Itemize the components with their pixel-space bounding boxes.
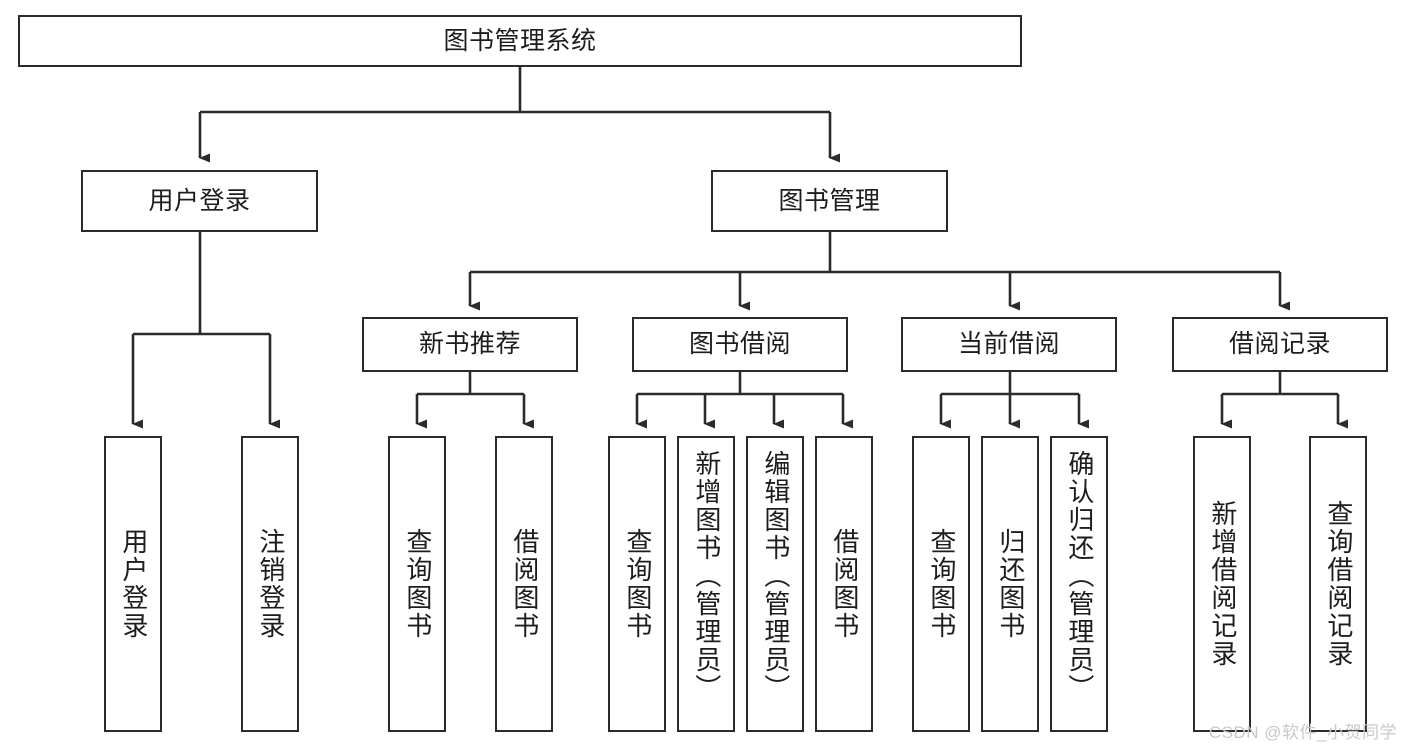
node-borrow-record-label: 借阅记录 — [1228, 330, 1331, 358]
node-current-borrow-label: 当前借阅 — [957, 330, 1060, 358]
leaf-logout-label: 注销登录 — [255, 528, 286, 640]
leaf-query-record-label: 查询借阅记录 — [1323, 500, 1354, 668]
leaf-query-book-3[interactable]: 查询图书 — [912, 436, 970, 732]
leaf-confirm-return[interactable]: 确认归还（管理员） — [1050, 436, 1108, 732]
node-user-login[interactable]: 用户登录 — [81, 170, 318, 232]
leaf-borrow-book-2-label: 借阅图书 — [829, 528, 860, 640]
node-current-borrow[interactable]: 当前借阅 — [901, 317, 1117, 372]
leaf-borrow-book-1[interactable]: 借阅图书 — [495, 436, 553, 732]
leaf-confirm-return-label: 确认归还（管理员） — [1064, 450, 1095, 702]
leaf-user-login-label: 用户登录 — [118, 528, 149, 640]
node-new-book-rec-label: 新书推荐 — [418, 330, 521, 358]
leaf-user-login[interactable]: 用户登录 — [104, 436, 162, 732]
node-book-manage-label: 图书管理 — [778, 186, 881, 215]
leaf-add-book-label: 新增图书（管理员） — [691, 450, 722, 702]
leaf-edit-book-label: 编辑图书（管理员） — [760, 450, 791, 702]
leaf-return-book[interactable]: 归还图书 — [981, 436, 1039, 732]
leaf-query-book-2-label: 查询图书 — [622, 528, 653, 640]
leaf-logout[interactable]: 注销登录 — [241, 436, 299, 732]
node-book-manage[interactable]: 图书管理 — [711, 170, 948, 232]
node-borrow-record[interactable]: 借阅记录 — [1172, 317, 1388, 372]
leaf-query-book-1[interactable]: 查询图书 — [388, 436, 446, 732]
leaf-add-record[interactable]: 新增借阅记录 — [1193, 436, 1251, 732]
leaf-add-book[interactable]: 新增图书（管理员） — [677, 436, 735, 732]
node-root[interactable]: 图书管理系统 — [18, 15, 1022, 67]
leaf-query-book-3-label: 查询图书 — [926, 528, 957, 640]
leaf-return-book-label: 归还图书 — [995, 528, 1026, 640]
leaf-edit-book[interactable]: 编辑图书（管理员） — [746, 436, 804, 732]
watermark-text: CSDN @软件_小贺同学 — [1208, 723, 1397, 742]
node-book-borrow-label: 图书借阅 — [688, 330, 791, 358]
leaf-borrow-book-1-label: 借阅图书 — [509, 528, 540, 640]
node-new-book-rec[interactable]: 新书推荐 — [362, 317, 578, 372]
node-root-label: 图书管理系统 — [443, 26, 597, 55]
leaf-borrow-book-2[interactable]: 借阅图书 — [815, 436, 873, 732]
node-user-login-label: 用户登录 — [148, 186, 251, 215]
leaf-add-record-label: 新增借阅记录 — [1207, 500, 1238, 668]
leaf-query-book-2[interactable]: 查询图书 — [608, 436, 666, 732]
leaf-query-book-1-label: 查询图书 — [402, 528, 433, 640]
node-book-borrow[interactable]: 图书借阅 — [632, 317, 848, 372]
leaf-query-record[interactable]: 查询借阅记录 — [1309, 436, 1367, 732]
